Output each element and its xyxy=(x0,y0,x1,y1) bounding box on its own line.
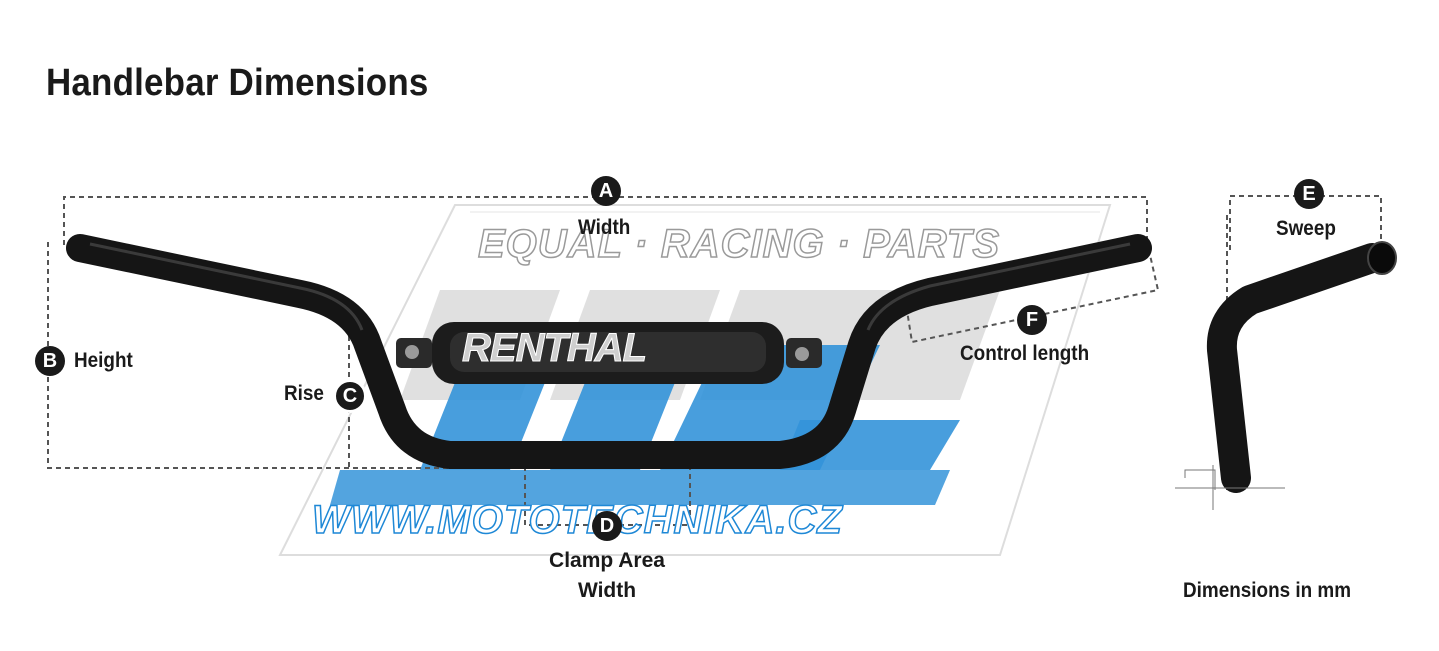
marker-b: B xyxy=(35,346,65,376)
handlebar xyxy=(66,234,1152,469)
control-length-label: Control length xyxy=(960,342,1090,365)
marker-c: C xyxy=(333,379,367,413)
watermark-tagline: EQUAL · RACING · PARTS xyxy=(477,221,1001,267)
marker-f: F xyxy=(1017,305,1047,335)
rise-label: Rise xyxy=(284,382,324,405)
height-label: Height xyxy=(74,349,133,372)
marker-a: A xyxy=(591,176,621,206)
marker-e: E xyxy=(1294,179,1324,209)
width-label: Width xyxy=(578,216,631,239)
page-title: Handlebar Dimensions xyxy=(46,62,429,104)
marker-d: D xyxy=(592,511,622,541)
watermark-url: WWW.MOTOTECHNIKA.CZ xyxy=(311,497,843,543)
pad-brand-text: RENTHAL xyxy=(461,326,647,371)
crossbar-pad xyxy=(396,322,822,384)
side-view-bar xyxy=(1175,241,1397,510)
sweep-label: Sweep xyxy=(1276,217,1336,240)
clamp-area-label-line1: Clamp Area xyxy=(549,549,665,572)
units-note: Dimensions in mm xyxy=(1183,579,1352,602)
clamp-area-label-line2: Width xyxy=(577,579,637,602)
